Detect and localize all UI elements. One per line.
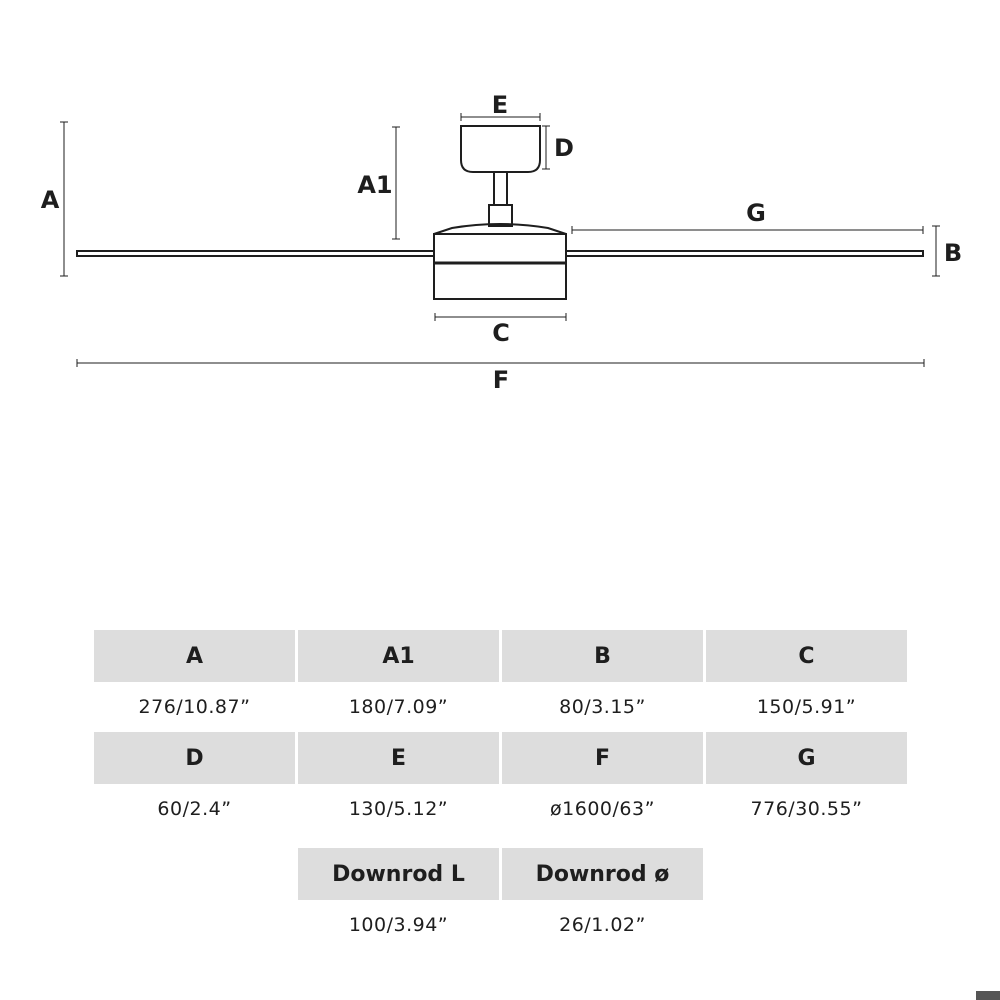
table-value-downrod-length: 100/3.94” [348,914,449,936]
table-header-a1: A1 [298,630,499,682]
dimension-a-label: A [41,186,60,214]
table-header-b: B [502,630,703,682]
table-header-downrod-diameter: Downrod ø [502,848,703,900]
corner-marker [976,991,1000,1000]
dimension-g-label: G [746,199,766,227]
dimension-table-row-2: D E F G 60/2.4” 130/5.12” ø1600/63” 776/… [94,732,907,834]
dimension-a1-label: A1 [357,171,392,199]
table-header-a: A [94,630,295,682]
dimension-b [932,225,940,277]
fan-dimension-diagram: A A1 E D G B C [41,91,962,394]
table-header-d: D [94,732,295,784]
table-value-b: 80/3.15” [559,696,646,718]
dimension-c-label: C [492,319,510,347]
dimension-f-label: F [493,366,509,394]
table-header-g: G [706,732,907,784]
motor-housing [433,233,567,300]
motor-top [433,223,567,235]
dimension-a [60,121,68,277]
canopy [460,125,541,173]
table-header-e: E [298,732,499,784]
dimension-table-row-3: Downrod L Downrod ø 100/3.94” 26/1.02” [298,848,703,950]
downrod-coupler [488,204,513,227]
table-value-downrod-diameter: 26/1.02” [559,914,646,936]
dimension-d [542,125,550,170]
table-header-c: C [706,630,907,682]
dimension-e-label: E [492,91,508,119]
downrod [493,171,508,206]
blade-right [565,250,924,257]
dimension-a1 [392,126,400,240]
dimension-e [460,113,541,121]
table-value-f: ø1600/63” [550,798,655,820]
table-header-f: F [502,732,703,784]
dimension-g [571,226,924,234]
table-header-downrod-length: Downrod L [298,848,499,900]
table-value-e: 130/5.12” [348,798,449,820]
dimension-c [434,313,567,321]
blade-left [76,250,435,257]
table-value-a: 276/10.87” [138,696,251,718]
table-value-c: 150/5.91” [756,696,857,718]
table-value-g: 776/30.55” [750,798,863,820]
table-value-a1: 180/7.09” [348,696,449,718]
dimension-b-label: B [944,239,962,267]
dimension-f [76,359,925,367]
dimension-d-label: D [554,134,574,162]
table-value-d: 60/2.4” [157,798,232,820]
dimension-table-row-1: A A1 B C 276/10.87” 180/7.09” 80/3.15” 1… [94,630,907,732]
